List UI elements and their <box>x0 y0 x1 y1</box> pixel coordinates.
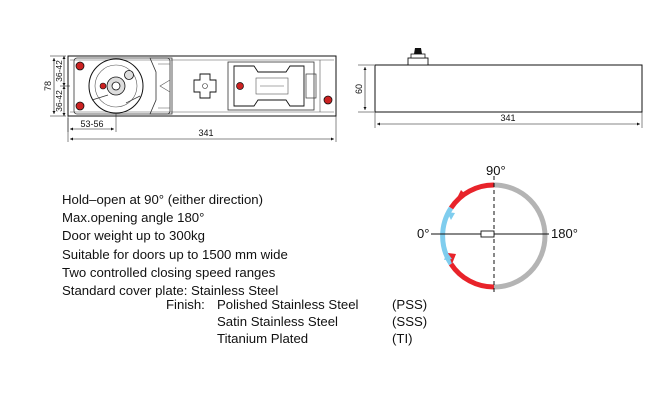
side-view-body <box>374 64 643 113</box>
top-view: 78 36-42 36-42 53-56 341 <box>43 55 337 142</box>
spindle-knob-icon <box>407 48 429 66</box>
spec-line: Door weight up to 300kg <box>62 228 205 244</box>
finish-code: (TI) <box>392 331 413 346</box>
spec-line: Max.opening angle 180° <box>62 210 205 226</box>
finish-label: Finish: <box>166 297 205 312</box>
finish-name: Satin Stainless Steel <box>217 314 338 329</box>
label-0: 0° <box>417 226 429 241</box>
angle-diagram: 90° 0° 180° <box>417 163 578 292</box>
finish-name: Polished Stainless Steel <box>217 297 359 312</box>
dim-width-upper: 36-42 <box>54 60 64 82</box>
side-view: 60 341 <box>354 48 643 128</box>
dim-side-length: 341 <box>500 113 515 123</box>
dim-overall-width: 78 <box>43 81 53 91</box>
red-arc-lower <box>448 262 495 290</box>
finish-code: (PSS) <box>392 297 428 312</box>
pivot-icon <box>480 230 495 238</box>
spec-line: Standard cover plate: Stainless Steel <box>62 282 279 298</box>
spec-line: Suitable for doors up to 1500 mm wide <box>62 246 288 262</box>
screw-icon <box>75 61 333 111</box>
label-180: 180° <box>551 226 578 241</box>
dim-side-height: 60 <box>354 84 364 94</box>
dim-offset: 53-56 <box>80 119 103 129</box>
finish-name: Titanium Plated <box>217 331 309 346</box>
finish-code: (SSS) <box>392 314 428 329</box>
grey-arc <box>493 182 548 290</box>
spec-list: Hold–open at 90° (either direction) Max.… <box>62 191 288 300</box>
dim-top-length: 341 <box>198 128 213 138</box>
spec-line: Hold–open at 90° (either direction) <box>62 192 264 207</box>
spec-line: Two controlled closing speed ranges <box>62 264 276 280</box>
label-90: 90° <box>486 163 506 178</box>
dim-width-lower: 36-42 <box>54 90 64 112</box>
red-arc-upper <box>448 182 495 210</box>
